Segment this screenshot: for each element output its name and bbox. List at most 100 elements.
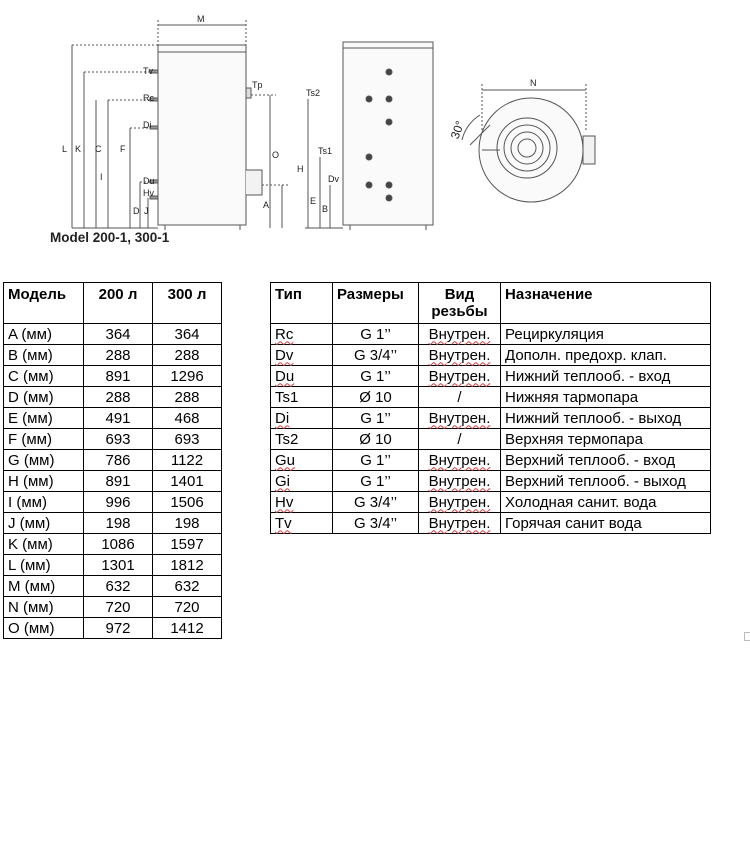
param-label: M (мм) (3, 575, 84, 597)
purpose: Холодная санит. вода (500, 491, 711, 513)
top-view-labels: N 30° (448, 78, 537, 141)
thread-kind-text: Внутрен. (428, 451, 491, 469)
type-code-text: Rc (275, 325, 294, 343)
value-300l: 1401 (152, 470, 222, 492)
label-f: F (120, 144, 126, 154)
size-text: G 3/4’’ (353, 346, 398, 364)
value-300l: 288 (152, 386, 222, 408)
label-i: I (100, 172, 103, 182)
purpose-text: Верхний теплооб. - вход (505, 451, 676, 469)
thread-kind-text: / (457, 388, 462, 406)
label-d: D (133, 206, 140, 216)
value-200l: 996 (83, 491, 153, 513)
purpose: Дополн. предохр. клап. (500, 344, 711, 366)
value-300l: 1122 (152, 449, 222, 471)
label-l: L (62, 144, 67, 154)
purpose-text: Нижний теплооб. - выход (505, 409, 682, 427)
type-code-text: Gu (275, 451, 296, 469)
value-200l: 491 (83, 407, 153, 429)
purpose-text: Верхняя термопара (505, 430, 643, 448)
front-view (305, 41, 434, 230)
thread-kind-text: Внутрен. (428, 325, 491, 343)
label-ts2: Ts2 (306, 88, 320, 98)
type-code: Dv (270, 344, 333, 366)
header-purpose: Назначение (500, 282, 711, 324)
value-200l: 891 (83, 470, 153, 492)
value-300l: 1506 (152, 491, 222, 513)
param-label: A (мм) (3, 323, 84, 345)
type-code: Di (270, 407, 333, 429)
purpose-text: Нижний теплооб. - вход (505, 367, 671, 385)
type-code: Gu (270, 449, 333, 471)
param-label: N (мм) (3, 596, 84, 618)
label-rc: Rc (143, 93, 154, 103)
param-label: D (мм) (3, 386, 84, 408)
header-thread: Вид резьбы (418, 282, 501, 324)
purpose: Нижняя тармопара (500, 386, 711, 408)
models-header-row: Модель 200 л 300 л (3, 282, 222, 324)
size-text: G 1’’ (360, 409, 391, 427)
type-code: Gi (270, 470, 333, 492)
label-h: H (297, 164, 304, 174)
value-200l: 288 (83, 386, 153, 408)
anchor-mark (744, 632, 750, 641)
param-label: H (мм) (3, 470, 84, 492)
size: G 3/4’’ (332, 344, 419, 366)
param-label: E (мм) (3, 407, 84, 429)
value-200l: 720 (83, 596, 153, 618)
purpose: Нижний теплооб. - выход (500, 407, 711, 429)
type-code: Ts1 (270, 386, 333, 408)
thread-kind: Внутрен. (418, 365, 501, 387)
value-200l: 972 (83, 617, 153, 639)
type-code-text: Hv (275, 493, 294, 511)
value-300l: 1412 (152, 617, 222, 639)
thread-kind-text: Внутрен. (428, 493, 491, 511)
size: Ø 10 (332, 428, 419, 450)
param-label: F (мм) (3, 428, 84, 450)
size: G 1’’ (332, 470, 419, 492)
label-k: K (75, 144, 81, 154)
thread-kind-text: Внутрен. (428, 409, 491, 427)
thread-kind: Внутрен. (418, 323, 501, 345)
type-code-text: Dv (275, 346, 294, 364)
size: G 3/4’’ (332, 491, 419, 513)
value-200l: 693 (83, 428, 153, 450)
thread-kind-text: Внутрен. (428, 472, 491, 490)
value-300l: 288 (152, 344, 222, 366)
value-200l: 632 (83, 575, 153, 597)
label-c: C (95, 144, 102, 154)
label-o: O (272, 150, 279, 160)
front-view-labels: Ts2 Ts1 Dv H E B (297, 88, 339, 214)
value-200l: 891 (83, 365, 153, 387)
drawing-caption: Model 200-1, 300-1 (50, 230, 170, 245)
param-label: O (мм) (3, 617, 84, 639)
param-label: C (мм) (3, 365, 84, 387)
size-text: Ø 10 (359, 430, 392, 448)
type-code-text: Gi (275, 472, 290, 490)
param-label: J (мм) (3, 512, 84, 534)
table-row: Di G 1’’ Внутрен. Нижний теплооб. - выход (270, 407, 711, 429)
type-code-text: Ts2 (275, 430, 299, 448)
purpose-text: Рециркуляция (505, 325, 604, 343)
thread-kind: Внутрен. (418, 449, 501, 471)
type-code-text: Ts1 (275, 388, 299, 406)
size-text: G 3/4’’ (353, 514, 398, 532)
label-hv: Hv (143, 188, 154, 198)
value-200l: 198 (83, 512, 153, 534)
type-code-text: Tv (275, 514, 292, 532)
